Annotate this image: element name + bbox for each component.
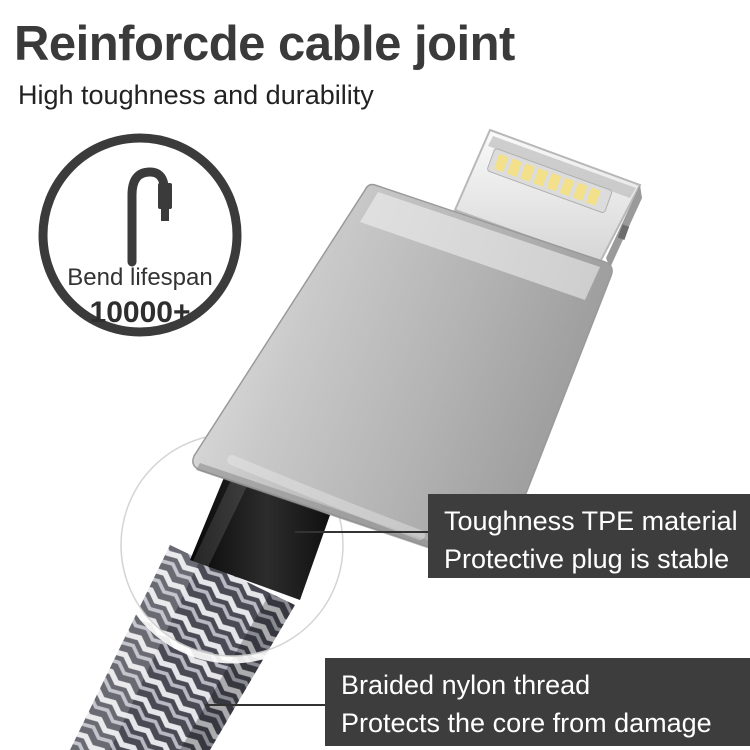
badge-label: Bend lifespan xyxy=(67,264,213,291)
lightning-plug xyxy=(453,128,642,268)
callout-line: Protects the core from damage xyxy=(341,708,712,738)
bend-lifespan-badge xyxy=(38,133,242,337)
subheadline: High toughness and durability xyxy=(18,80,374,110)
callout-line: Braided nylon thread xyxy=(341,670,591,700)
headline: Reinforcde cable joint xyxy=(14,17,515,71)
callout-tpe-material: Toughness TPE material Protective plug i… xyxy=(428,494,750,578)
plug-contacts xyxy=(487,148,613,213)
callout-line: Protective plug is stable xyxy=(444,544,730,574)
badge-value: 10000+ xyxy=(89,296,191,329)
bent-cable-icon xyxy=(127,167,172,267)
callout-line: Toughness TPE material xyxy=(444,506,738,536)
callout-braided-nylon: Braided nylon thread Protects the core f… xyxy=(325,658,750,746)
connector-housing xyxy=(192,183,613,568)
